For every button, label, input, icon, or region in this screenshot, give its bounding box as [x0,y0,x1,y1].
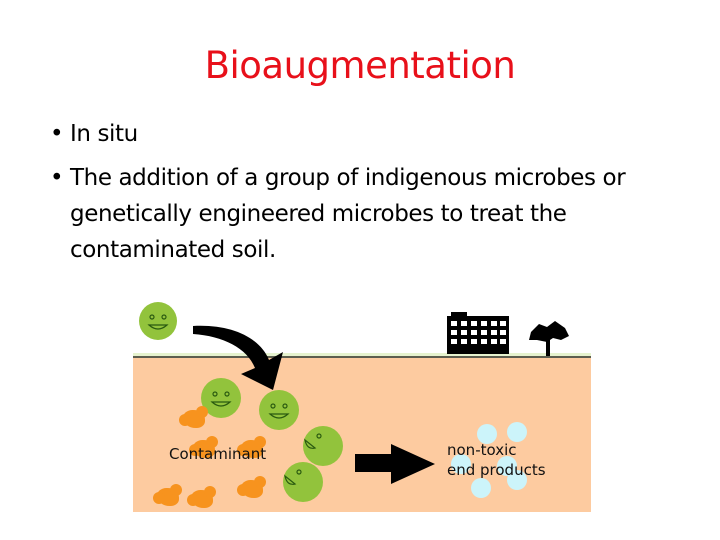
contaminant-blob [179,406,208,428]
product-label-line: end products [447,461,546,479]
product-bubble [477,424,497,444]
bullet-icon: • [50,121,64,147]
bullet-text: The addition of a group of indigenous mi… [70,165,626,263]
bullet-item: • The addition of a group of indigenous … [50,160,690,268]
tree-icon [529,321,569,356]
product-bubble [451,454,471,474]
contaminant-label: Contaminant [169,445,267,463]
contaminant-blob [237,436,266,458]
product-label-line: non-toxic [447,441,517,459]
bullet-item: • In situ [50,116,690,152]
bullet-icon: • [50,165,64,191]
contaminant-blob [153,484,182,506]
right-arrow-icon [355,444,435,484]
contaminant-blob [187,486,216,508]
bullet-text: In situ [70,121,138,147]
ground-surface-line [133,353,591,360]
product-bubble [471,478,491,498]
microbe-icon [259,390,299,430]
microbe-icon [303,426,343,466]
microbe-icon [283,462,323,502]
contaminant-blob [237,476,266,498]
contaminant-blob [189,436,218,458]
microbe-icon [201,378,241,418]
building-icon [447,312,509,354]
product-bubble [507,422,527,442]
bullet-list: • In situ • The addition of a group of i… [50,116,690,276]
curved-arrow-icon [193,325,283,390]
product-label: non-toxic end products [447,440,546,480]
microbe-icon [139,302,177,340]
slide-title: Bioaugmentation [204,44,516,87]
product-bubble [507,470,527,490]
bioaugmentation-diagram: Contaminant non-toxic end products [133,298,593,514]
